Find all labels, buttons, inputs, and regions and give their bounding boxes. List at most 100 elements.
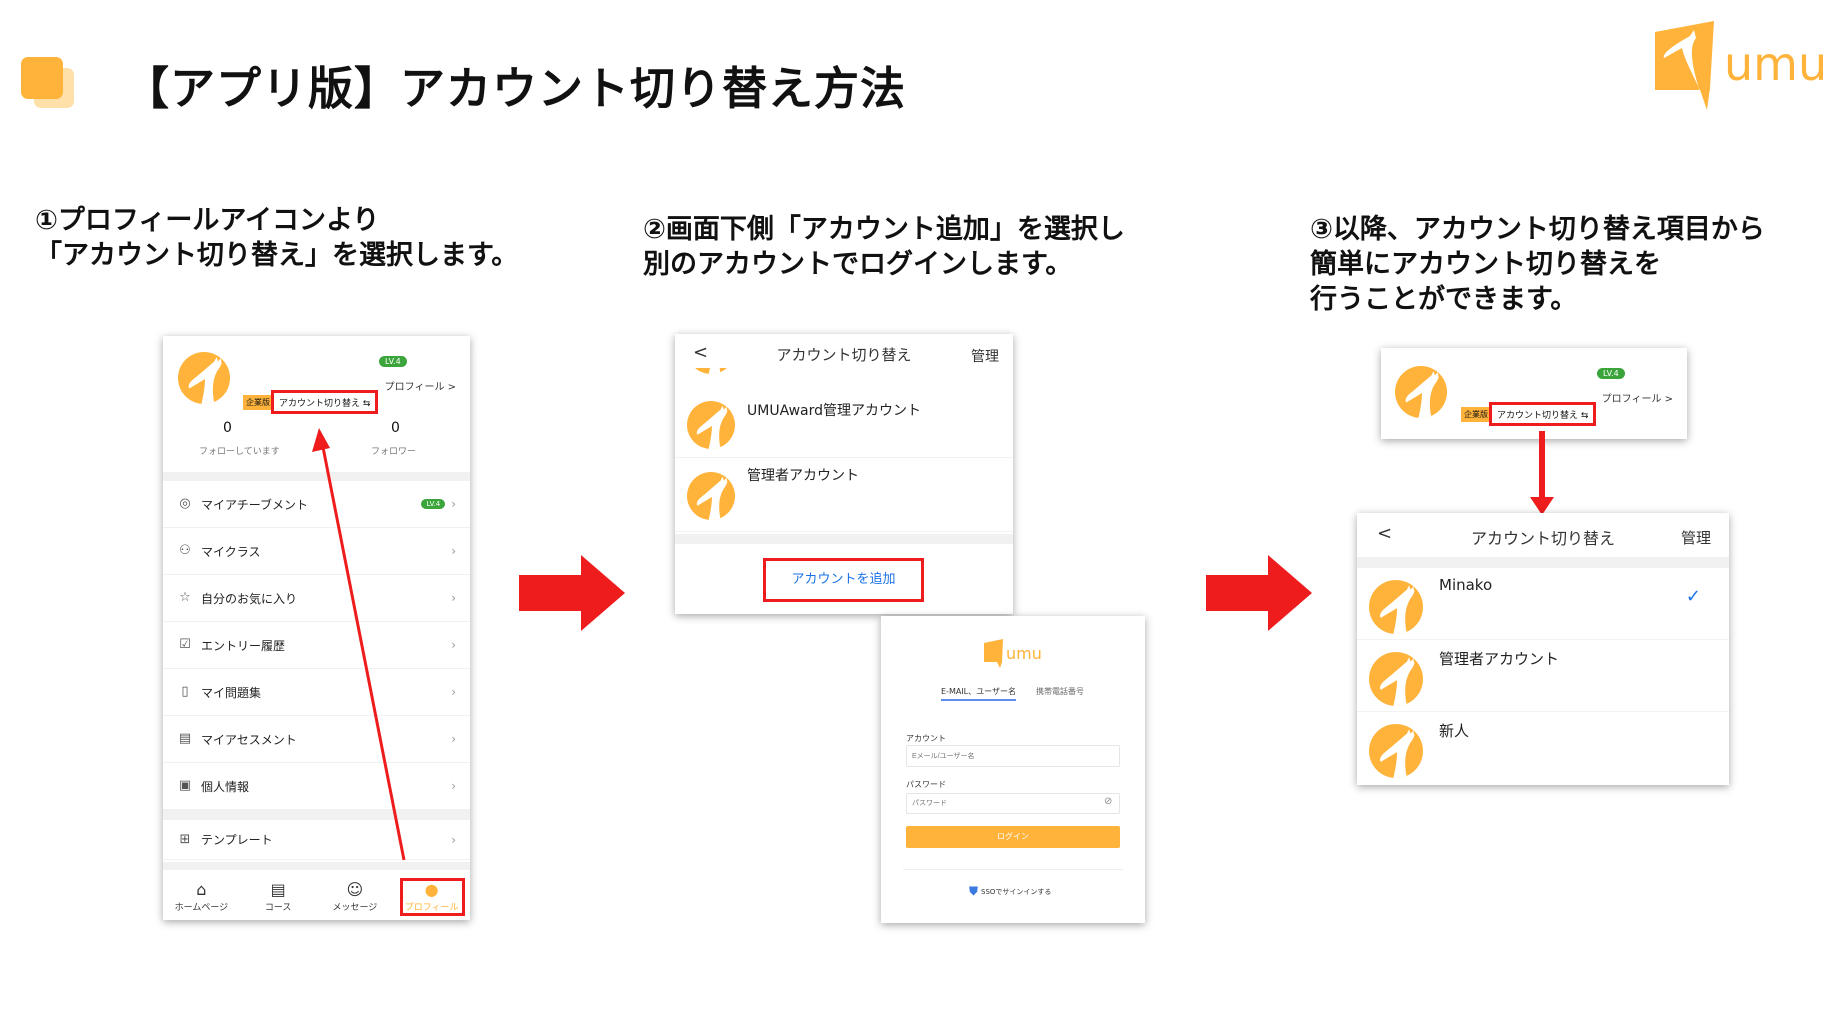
step-1-text: ①プロフィールアイコンより 「アカウント切り替え」を選択します。 — [35, 205, 519, 271]
chevron-right-icon: › — [451, 591, 456, 605]
nav-label: ホームページ — [174, 903, 229, 913]
chevron-right-icon: › — [451, 497, 456, 511]
account-input[interactable] — [906, 745, 1120, 767]
followers-label[interactable]: フォロワー — [371, 447, 417, 457]
avatar — [1369, 580, 1423, 634]
password-label: パスワード — [906, 780, 946, 789]
profile-screen: LV.4 プロフィール > 企業版 アカウント切り替え ⇆ 0 フォローしていま… — [163, 336, 470, 920]
account-name: UMUAward管理アカウント — [747, 403, 922, 419]
id-card-icon: ▣ — [178, 778, 192, 793]
nav-message[interactable]: ☺ メッセージ — [317, 880, 394, 913]
avatar — [687, 472, 735, 520]
divider — [1357, 557, 1729, 568]
sso-link[interactable]: ⛊SSOでサインインする — [969, 884, 1051, 899]
edition-badge: 企業版 — [243, 395, 273, 410]
step-2-text: ②画面下側「アカウント追加」を選択し 別のアカウントでログインします。 — [643, 214, 1125, 280]
eye-off-icon[interactable]: ⊘ — [1104, 796, 1113, 807]
divider — [163, 862, 470, 870]
followers-count: 0 — [391, 420, 400, 436]
account-name: 新人 — [1439, 722, 1470, 740]
account-name: 管理者アカウント — [1439, 650, 1560, 668]
account-switch-screen: < アカウント切り替え 管理 UMUAward管理アカウント 管理者アカウント … — [675, 334, 1013, 614]
account-label: アカウント — [906, 734, 946, 743]
down-arrow-icon — [1530, 431, 1554, 515]
menu-label: 個人情報 — [201, 779, 250, 794]
menu-label: マイクラス — [201, 544, 261, 559]
nav-course[interactable]: ▤コース — [240, 880, 317, 913]
edition-badge: 企業版 — [1461, 407, 1491, 422]
svg-text:umu: umu — [1724, 37, 1827, 91]
nav-label: プロフィール — [404, 903, 459, 913]
login-button[interactable]: ログイン — [906, 826, 1120, 848]
screen-title: アカウント切り替え — [776, 346, 912, 364]
users-icon: ⚇ — [179, 543, 191, 558]
following-count: 0 — [223, 420, 232, 436]
account-name: Minako — [1439, 576, 1493, 594]
account-item[interactable]: 管理者アカウント — [675, 458, 1013, 532]
menu-item-template[interactable]: ⊞テンプレート› — [163, 820, 470, 860]
template-icon: ⊞ — [179, 831, 191, 847]
avatar[interactable] — [178, 352, 230, 404]
next-arrow-icon — [519, 555, 625, 631]
back-button[interactable]: < — [693, 342, 709, 363]
level-badge: LV.4 — [379, 356, 407, 367]
svg-text:umu: umu — [1006, 644, 1042, 663]
avatar — [687, 401, 735, 449]
divider — [675, 534, 1013, 544]
screen-header: < アカウント切り替え 管理 — [675, 334, 1013, 368]
following-label[interactable]: フォローしています — [199, 447, 280, 457]
chevron-right-icon: › — [451, 685, 456, 699]
menu-item-personal-info[interactable]: ▣個人情報› — [163, 763, 470, 810]
tab-phone[interactable]: 携帯電話番号 — [1036, 687, 1084, 696]
account-item-selected[interactable]: Minako ✓ — [1357, 568, 1729, 640]
umu-logo: umu — [983, 638, 1047, 668]
nav-label: メッセージ — [332, 903, 378, 913]
screen-title: アカウント切り替え — [1470, 529, 1615, 548]
manage-button[interactable]: 管理 — [971, 349, 999, 365]
next-arrow-icon — [1206, 555, 1312, 631]
divider — [163, 472, 470, 481]
tab-email[interactable]: E-MAIL、ユーザー名 — [941, 686, 1016, 701]
profile-link[interactable]: プロフィール > — [1601, 394, 1673, 405]
menu-item-entry-history[interactable]: ☑ エントリー履歴 › — [163, 622, 470, 669]
title-decoration — [21, 57, 63, 99]
switch-account-button[interactable]: アカウント切り替え ⇆ — [1497, 411, 1589, 421]
account-name: 管理者アカウント — [747, 468, 859, 484]
profile-link[interactable]: プロフィール > — [384, 382, 456, 393]
check-icon: ✓ — [1685, 586, 1701, 607]
login-screen: umu E-MAIL、ユーザー名 携帯電話番号 アカウント パスワード ⊘ ログ… — [881, 616, 1145, 923]
back-button[interactable]: < — [1377, 523, 1393, 544]
avatar — [1369, 724, 1423, 778]
nav-profile[interactable]: ● プロフィール — [393, 880, 470, 913]
chevron-right-icon: › — [451, 832, 456, 847]
menu-label: マイアセスメント — [201, 732, 297, 747]
account-switch-screen-final: < アカウント切り替え 管理 Minako ✓ 管理者アカウント 新人 — [1357, 513, 1729, 785]
profile-screen-cropped: LV.4 プロフィール > 企業版 アカウント切り替え ⇆ — [1381, 348, 1687, 439]
chevron-right-icon: › — [451, 638, 456, 652]
menu-label: マイアチーブメント — [201, 497, 309, 512]
password-input[interactable] — [906, 793, 1120, 814]
pointer-arrow — [312, 428, 406, 861]
menu-item-my-class[interactable]: ⚇マイクラス› — [163, 528, 470, 575]
checklist-icon: ☑ — [179, 637, 191, 652]
account-item[interactable]: 管理者アカウント — [1357, 640, 1729, 712]
account-item[interactable]: 新人 — [1357, 712, 1729, 785]
person-icon: ● — [424, 880, 439, 899]
menu-item-question-bank[interactable]: ▯マイ問題集› — [163, 669, 470, 716]
sso-label: SSOでサインインする — [981, 887, 1052, 896]
menu-item-favorites[interactable]: ☆自分のお気に入り› — [163, 575, 470, 622]
course-icon: ▤ — [270, 880, 286, 899]
switch-account-button[interactable]: アカウント切り替え ⇆ — [279, 399, 371, 409]
account-item[interactable]: UMUAward管理アカウント — [675, 392, 1013, 458]
book-icon: ▯ — [181, 684, 189, 699]
divider — [903, 869, 1123, 870]
chevron-right-icon: › — [451, 732, 456, 746]
clipboard-icon: ▤ — [178, 731, 192, 746]
nav-home[interactable]: ⌂ホームページ — [163, 880, 240, 913]
message-icon: ☺ — [346, 880, 364, 899]
add-account-button[interactable]: アカウントを追加 — [763, 558, 924, 602]
menu-item-assessment[interactable]: ▤ マイアセスメント › — [163, 716, 470, 763]
manage-button[interactable]: 管理 — [1680, 529, 1711, 547]
menu-label: エントリー履歴 — [201, 638, 286, 653]
